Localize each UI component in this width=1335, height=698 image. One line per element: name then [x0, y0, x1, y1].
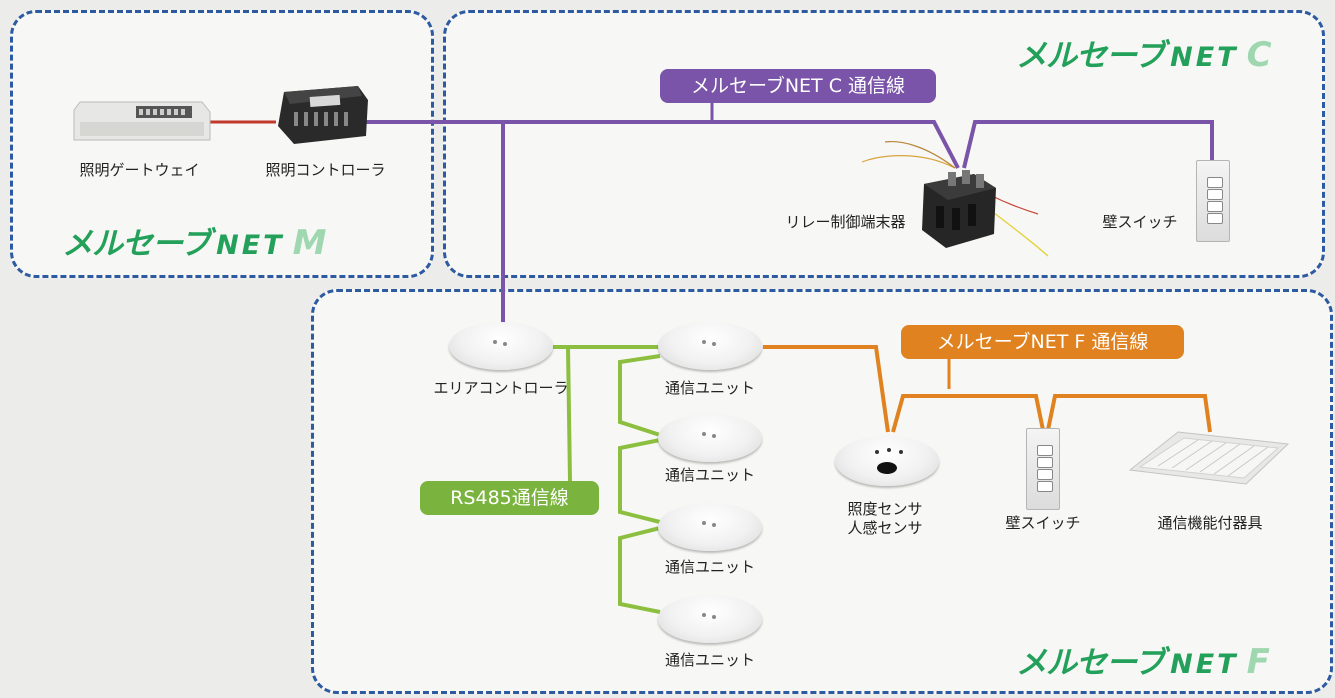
wall-switch-c-label: 壁スイッチ: [1102, 213, 1178, 231]
comm-unit-4-label: 通信ユニット: [664, 651, 755, 669]
sensor-label-motion: 人感センサ: [847, 519, 923, 537]
fixture-label: 通信機能付器具: [1157, 514, 1263, 532]
comm-unit-3-device: [658, 503, 762, 551]
relay-device: [918, 164, 1000, 252]
net-f-switch-line: [891, 394, 1045, 433]
wall-switch-f-device: [1026, 428, 1060, 510]
rs485-branch-2: [618, 438, 661, 524]
rs485-branch-3: [618, 526, 661, 614]
area-controller-device: [449, 322, 553, 370]
net-f-line-label: メルセーブNET F 通信線: [901, 325, 1184, 359]
comm-unit-1-device: [658, 322, 762, 370]
gateway-device: [72, 96, 212, 144]
comm-unit-2-label: 通信ユニット: [664, 466, 755, 484]
net-f-fixture-line: [1046, 394, 1212, 433]
comm-unit-4-device: [658, 595, 762, 643]
comm-unit-2-device: [658, 414, 762, 462]
sensor-device: [835, 436, 939, 486]
relay-label: リレー制御端末器: [785, 213, 906, 231]
rs485-branch-1: [618, 354, 661, 437]
fixture-device: [1128, 430, 1290, 486]
comm-unit-3-label: 通信ユニット: [664, 558, 755, 576]
net-c-line-label: メルセーブNET C 通信線: [660, 69, 936, 103]
rs485-line-label: RS485通信線: [420, 481, 599, 515]
net-c-switch-line: [962, 120, 1214, 169]
region-net-m: [10, 10, 434, 278]
region-net-c: [443, 10, 1325, 278]
controller-device: [274, 82, 370, 146]
area-controller-label: エリアコントローラ: [433, 379, 569, 397]
relay-wire-4: [989, 209, 1049, 257]
logo-net-c-main: メルセーブ: [1016, 38, 1165, 74]
gateway-label: 照明ゲートウェイ: [79, 161, 200, 179]
net-c-trunk-line: [366, 120, 960, 169]
controller-label: 照明コントローラ: [265, 161, 386, 179]
net-f-trunk-line: [763, 345, 890, 433]
logo-net-m-net: NET: [216, 230, 285, 261]
relay-wire-2: [884, 141, 956, 169]
logo-net-f-main: メルセーブ: [1016, 645, 1165, 681]
sensor-label-illuminance: 照度センサ: [847, 500, 923, 518]
logo-net-c-letter: C: [1246, 35, 1272, 75]
rs485-pill-link: [566, 346, 572, 482]
relay-wire-1: [861, 155, 956, 169]
logo-net-m-letter: M: [292, 223, 327, 263]
comm-unit-1-label: 通信ユニット: [664, 379, 755, 397]
logo-net-f-letter: F: [1246, 642, 1270, 682]
wall-switch-f-label: 壁スイッチ: [1005, 514, 1081, 532]
logo-net-c-net: NET: [1170, 42, 1239, 73]
wall-switch-c-device: [1196, 160, 1230, 242]
logo-net-f-net: NET: [1170, 649, 1239, 680]
logo-net-m-main: メルセーブ: [62, 226, 211, 262]
